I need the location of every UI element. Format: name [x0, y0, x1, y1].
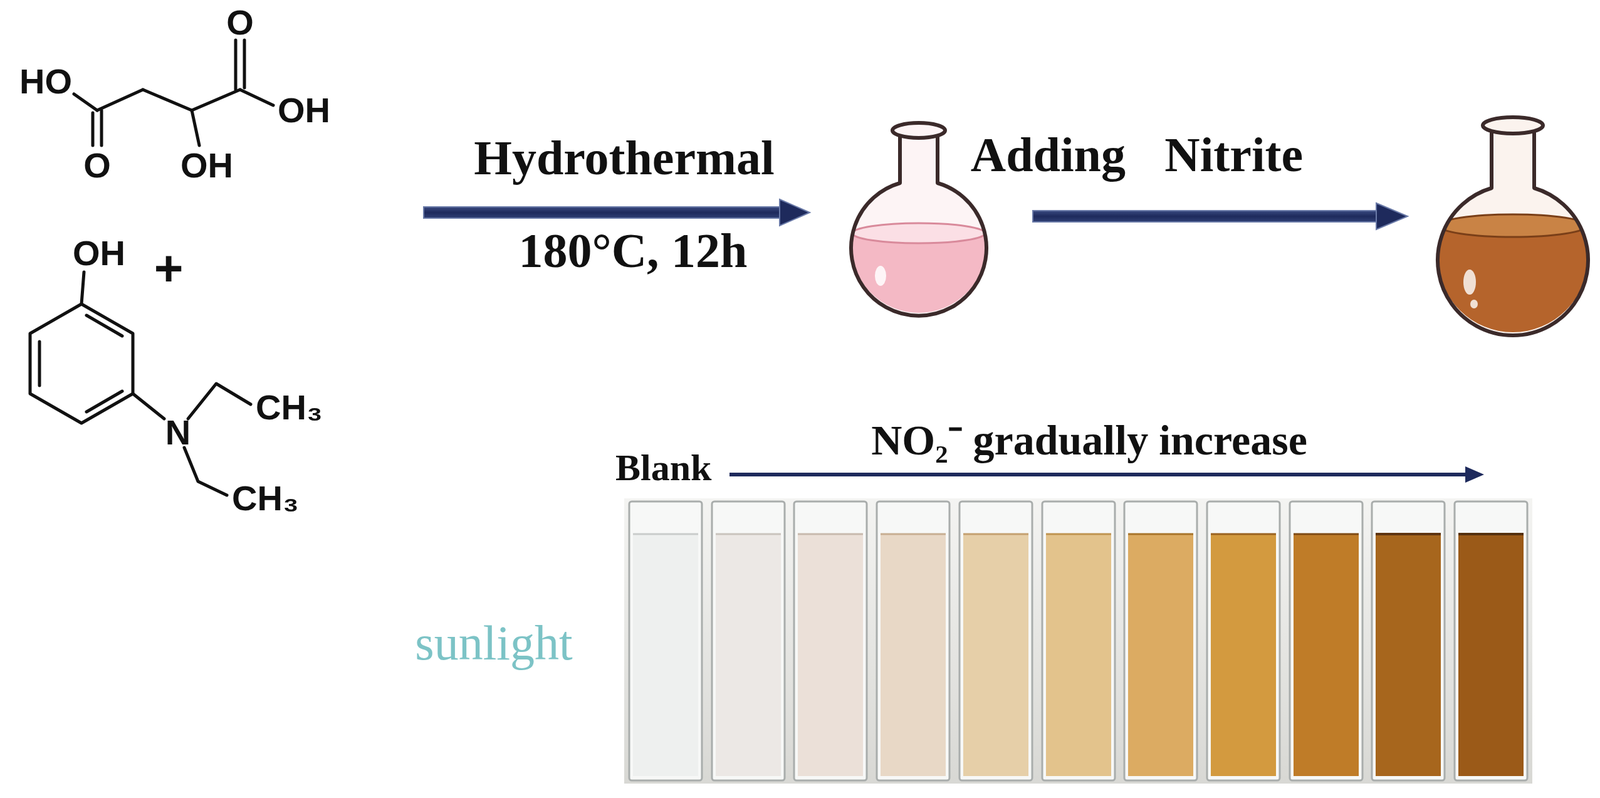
atom-label: OH [180, 146, 234, 185]
step-label: Adding Nitrite [970, 127, 1303, 182]
condition-label: sunlight [414, 616, 573, 670]
atom-label: HO [19, 62, 73, 101]
atom-label: O [226, 3, 254, 42]
trend-arrow [729, 466, 1485, 483]
atom-label: N [165, 413, 191, 452]
malic-acid-structure [73, 40, 274, 146]
condition-label: 180°C, 12h [518, 223, 748, 278]
group-label: CH₃ [255, 387, 323, 427]
plus-sign: + [154, 240, 184, 296]
process-arrow [423, 199, 810, 226]
cuvette-photo [624, 498, 1533, 784]
blank-label: Blank [615, 446, 712, 489]
diethylaminophenol-structure [30, 271, 251, 496]
atom-label: O [83, 146, 111, 185]
step-label: Hydrothermal [473, 130, 775, 185]
atom-label: OH [72, 233, 126, 273]
atom-label: OH [277, 90, 331, 130]
trend-label: NO₂⁻ gradually increase [871, 416, 1308, 464]
group-label: CH₃ [231, 478, 299, 518]
flask-brown [1435, 117, 1592, 339]
process-arrow [1032, 203, 1408, 230]
